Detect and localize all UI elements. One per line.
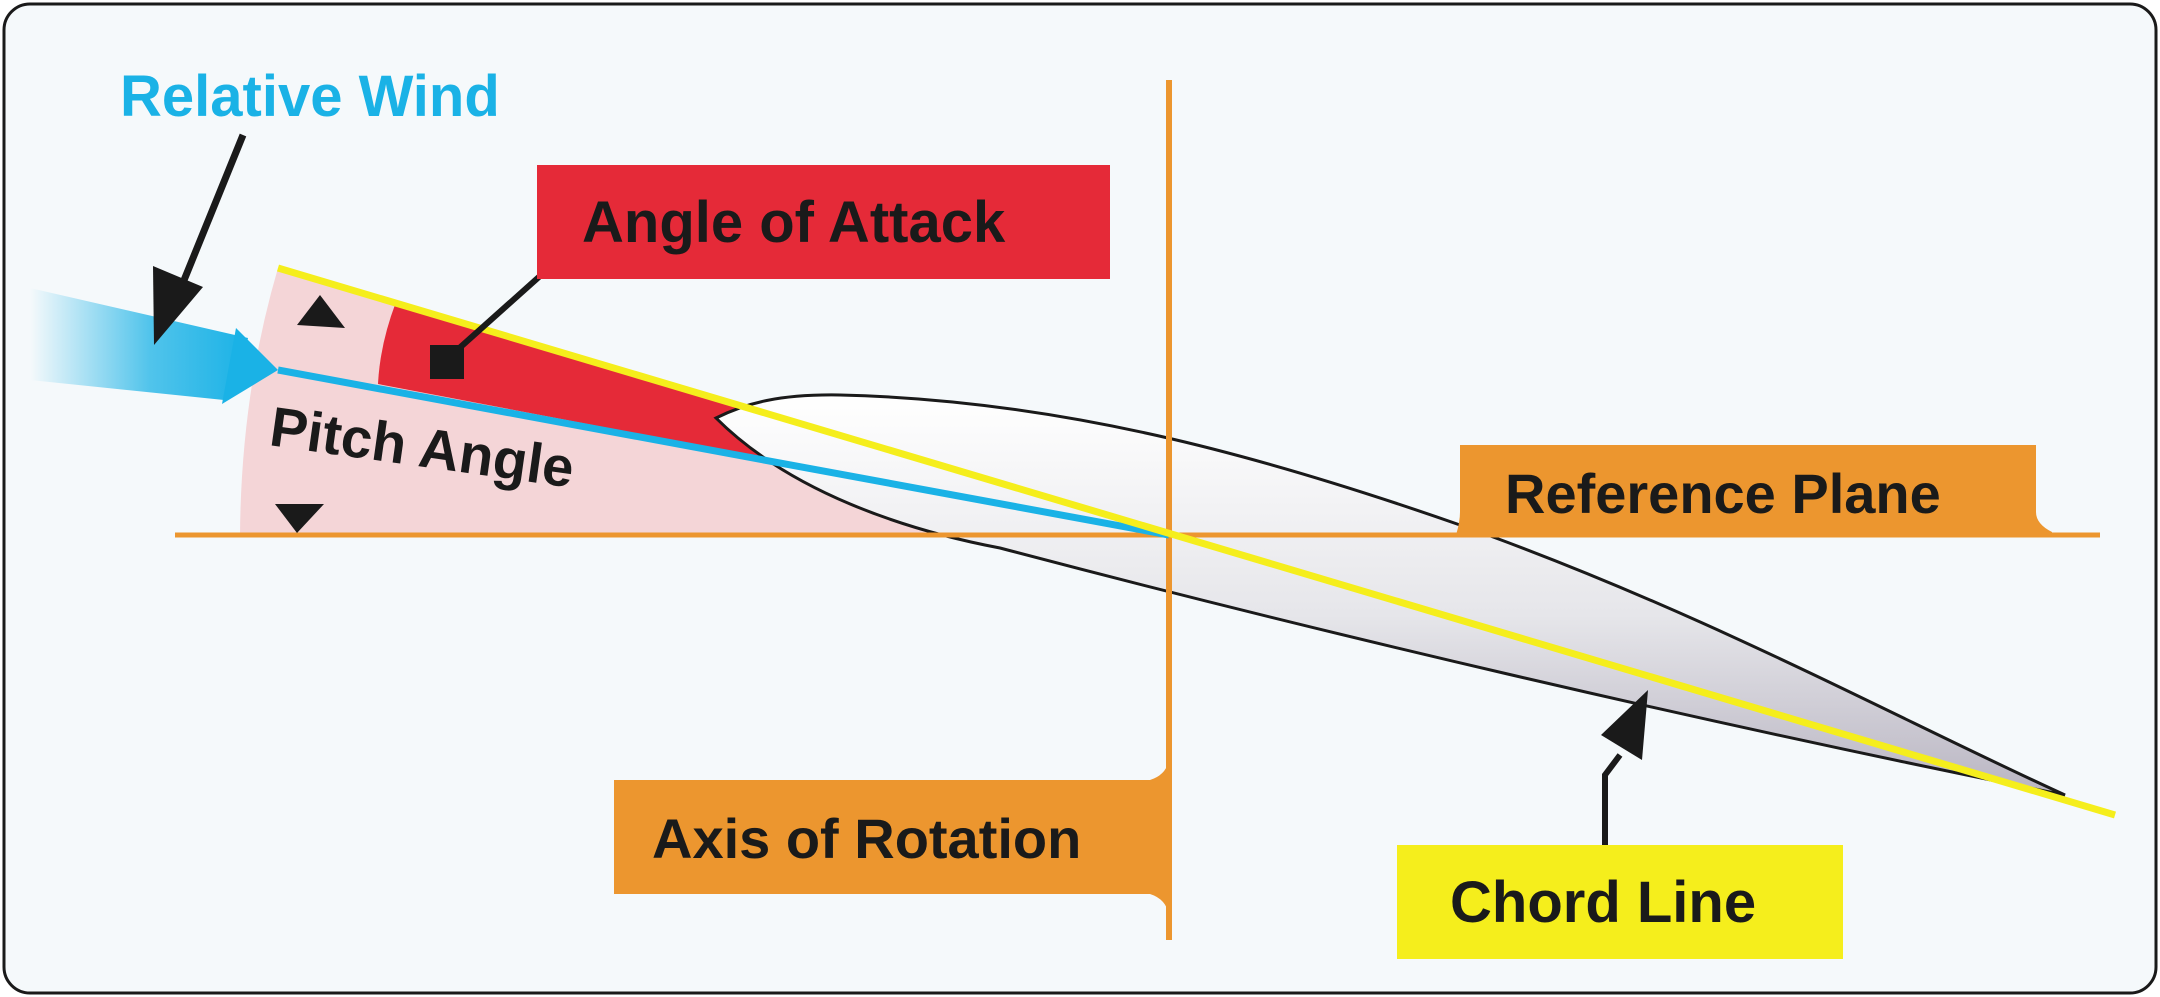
relative-wind-stream bbox=[30, 288, 248, 400]
axis-of-rotation-label: Axis of Rotation bbox=[652, 807, 1081, 870]
reference-plane-label: Reference Plane bbox=[1505, 462, 1941, 525]
pitch-angle-down-arrow bbox=[275, 504, 324, 533]
angle-of-attack-marker bbox=[430, 345, 464, 379]
relative-wind-pointer bbox=[174, 133, 247, 297]
chord-line-label: Chord Line bbox=[1450, 870, 1756, 935]
airfoil bbox=[713, 393, 2066, 797]
angle-of-attack-box bbox=[537, 165, 1110, 279]
reference-plane-box bbox=[1456, 445, 2052, 535]
angle-of-attack-label: Angle of Attack bbox=[582, 190, 1006, 255]
pitch-angle-up-arrow bbox=[297, 295, 345, 328]
relative-wind-label: Relative Wind bbox=[120, 64, 500, 129]
chord-line-box bbox=[1397, 845, 1843, 959]
relative-wind-pointer-head bbox=[153, 266, 203, 345]
chord-line-pointer-head bbox=[1601, 690, 1648, 760]
relative-wind-arrowhead bbox=[222, 328, 278, 404]
chord-line bbox=[277, 264, 2116, 819]
axis-of-rotation-box bbox=[614, 760, 1169, 915]
relative-wind-line bbox=[277, 366, 1170, 539]
chord-line-pointer bbox=[1602, 753, 1623, 845]
